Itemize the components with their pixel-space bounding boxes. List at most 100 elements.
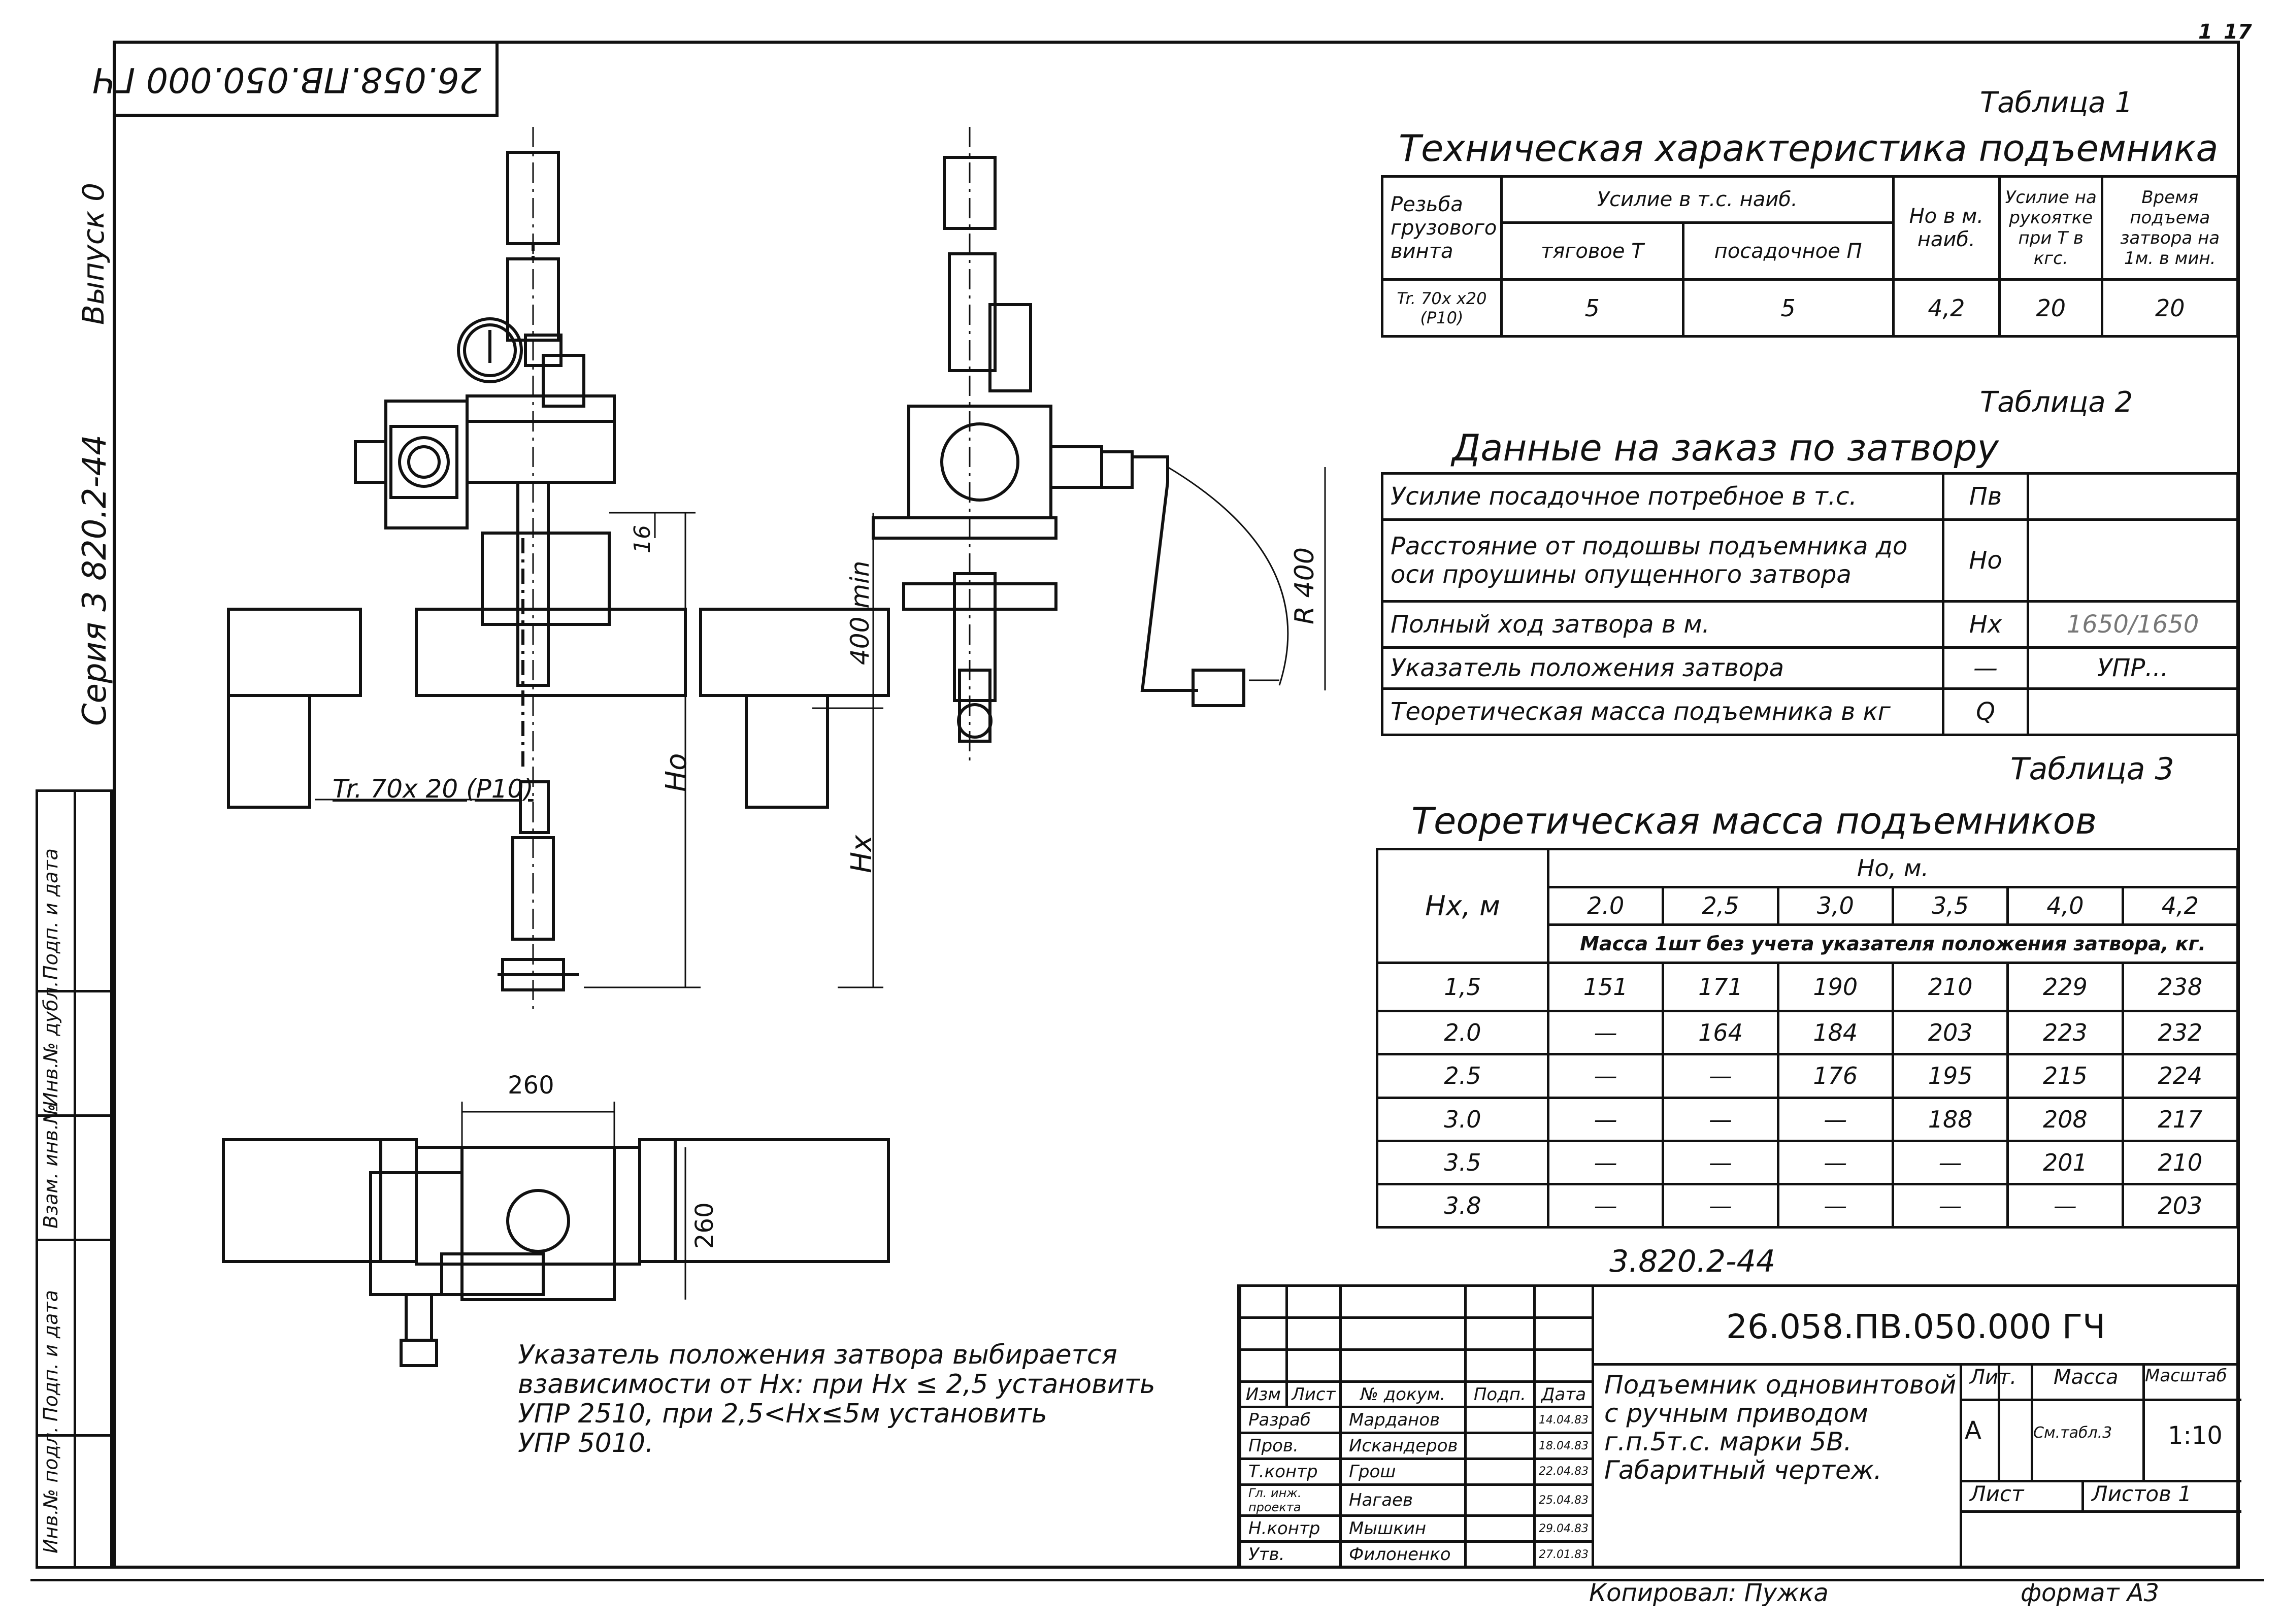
- tb-date-1: 18.04.83: [1533, 1432, 1594, 1460]
- t3-r1-c0: 2.0: [1376, 1010, 1549, 1056]
- t3-r4-c2: —: [1662, 1139, 1779, 1185]
- t3-r4-c5: 201: [2006, 1139, 2124, 1185]
- tb-role-5: Утв.: [1239, 1540, 1342, 1569]
- tb-role-0: Разраб: [1239, 1406, 1342, 1435]
- table2-title: Данные на заказ по затвору: [1452, 426, 1999, 469]
- t3-r2-c6: 224: [2121, 1053, 2239, 1099]
- tb-name-3: Нагаев: [1339, 1483, 1467, 1517]
- t3-r5-c3: —: [1776, 1182, 1894, 1229]
- t3-r4-c1: —: [1546, 1139, 1665, 1185]
- tb-col-date: Дата: [1533, 1380, 1594, 1409]
- page-number: 1: [2198, 20, 2212, 44]
- t3-r3-c4: 188: [1891, 1096, 2009, 1142]
- hx-label: Hx: [845, 835, 878, 873]
- t3-ho-4: 4,0: [2006, 885, 2124, 926]
- t3-h-hx: Hx, м: [1376, 848, 1549, 964]
- dim-260-side: 260: [690, 1202, 719, 1249]
- r400-label: R 400: [1290, 547, 1320, 624]
- t3-r1-c2: 164: [1662, 1010, 1779, 1056]
- table1-caption: Таблица 1: [1980, 86, 2133, 119]
- dim-260-top: 260: [508, 1071, 554, 1100]
- tb-col-list: Лист: [1285, 1380, 1342, 1409]
- t3-r4-c0: 3.5: [1376, 1139, 1549, 1185]
- t3-r3-c5: 208: [2006, 1096, 2124, 1142]
- tb-name-1: Искандеров: [1339, 1432, 1467, 1460]
- t3-r2-c0: 2.5: [1376, 1053, 1549, 1099]
- t3-r3-c3: —: [1776, 1096, 1894, 1142]
- t3-r4-c4: —: [1891, 1139, 2009, 1185]
- t3-r2-c4: 195: [1891, 1053, 2009, 1099]
- doc-name-line-3: г.п.5т.с. марки 5В.: [1604, 1427, 1852, 1456]
- t1-h-handle: Усилие на рукоятке при Т в кгс.: [1998, 175, 2104, 281]
- rotated-code-box: 26.058.ПВ.050.000 ГЧ: [92, 41, 499, 117]
- tb-name-2: Грош: [1339, 1457, 1467, 1486]
- tb-role-1: Пров.: [1239, 1432, 1342, 1460]
- paper-format: формат А3: [2021, 1579, 2160, 1607]
- t3-ho-2: 3,0: [1776, 885, 1894, 926]
- t1-h-pull: тяговое Т: [1500, 221, 1684, 281]
- t3-ho-1: 2,5: [1662, 885, 1779, 926]
- t1-h-time: Время подъема затвора на 1м. в мин.: [2101, 175, 2239, 281]
- t2-label-2: Полный ход затвора в м.: [1381, 600, 1944, 649]
- ho-label: Ho: [660, 753, 693, 792]
- t3-r1-c4: 203: [1891, 1010, 2009, 1056]
- t3-r0-c1: 151: [1546, 961, 1665, 1013]
- t3-ho-3: 3,5: [1891, 885, 2009, 926]
- t3-r5-c1: —: [1546, 1182, 1665, 1229]
- t3-r2-c2: —: [1662, 1053, 1779, 1099]
- doc-name-line-1: Подъемник одновинтовой: [1604, 1370, 1957, 1400]
- tb-name-0: Марданов: [1339, 1406, 1467, 1435]
- note-line-3: УПР 2510, при 2,5<Hx≤5м установить: [518, 1399, 1047, 1429]
- t3-r0-c0: 1,5: [1376, 961, 1549, 1013]
- t1-h-ho: Ho в м. наиб.: [1892, 175, 2001, 281]
- t3-h-ho: Ho, м.: [1547, 848, 2239, 887]
- t2-sym-0: Пв: [1942, 472, 2029, 521]
- t2-sym-1: Ho: [1942, 518, 2029, 603]
- tb-date-2: 22.04.83: [1533, 1457, 1594, 1486]
- t2-sym-4: Q: [1942, 687, 2029, 736]
- title-block-left: Изм Лист № докум. Подп. Дата Разраб Мард…: [1239, 1284, 1594, 1569]
- t1-h-force: Усилие в т.с. наиб.: [1500, 175, 1895, 224]
- t2-sym-3: —: [1942, 646, 2029, 690]
- t3-r1-c1: —: [1546, 1010, 1665, 1056]
- table1: Резьба грузового винта Усилие в т.с. наи…: [1381, 175, 2239, 338]
- t2-val-2: 1650/1650: [2027, 600, 2239, 649]
- title-block-right: [1592, 1284, 2241, 1569]
- t3-ho-0: 2.0: [1546, 885, 1665, 926]
- sheet-label: Лист: [1970, 1481, 2024, 1506]
- t3-ho-5: 4,2: [2121, 885, 2239, 926]
- note-line-1: Указатель положения затвора выбирается: [518, 1340, 1117, 1370]
- tb-name-4: Мышкин: [1339, 1514, 1467, 1543]
- t3-r1-c3: 184: [1776, 1010, 1894, 1056]
- tb-col-sign: Подп.: [1464, 1380, 1536, 1409]
- t3-r5-c0: 3.8: [1376, 1182, 1549, 1229]
- mass-value: См.табл.3: [2033, 1424, 2112, 1442]
- t3-r1-c6: 232: [2121, 1010, 2239, 1056]
- tb-date-5: 27.01.83: [1533, 1540, 1594, 1569]
- left-strip: [36, 789, 113, 1569]
- lit-value: А: [1965, 1416, 1981, 1445]
- t3-r3-c0: 3.0: [1376, 1096, 1549, 1142]
- t1-pull: 5: [1500, 278, 1684, 338]
- tb-date-4: 29.04.83: [1533, 1514, 1594, 1543]
- scale-label: Масштаб: [2145, 1366, 2227, 1386]
- t3-r1-c5: 223: [2006, 1010, 2124, 1056]
- t3-r2-c3: 176: [1776, 1053, 1894, 1099]
- sheets-label: Листов 1: [2092, 1481, 2192, 1506]
- copied-by: Копировал: Пужка: [1589, 1579, 1829, 1607]
- table1-title: Техническая характеристика подъемника: [1399, 127, 2219, 170]
- tb-date-0: 14.04.83: [1533, 1406, 1594, 1435]
- plan-view: [222, 1102, 890, 1367]
- bottom-edge-line: [30, 1579, 2264, 1581]
- tb-date-3: 25.04.83: [1533, 1483, 1594, 1517]
- t3-r2-c5: 215: [2006, 1053, 2124, 1099]
- t3-r0-c2: 171: [1662, 961, 1779, 1013]
- t1-h-seat: посадочное П: [1681, 221, 1895, 281]
- side-view: [872, 127, 1326, 761]
- tb-col-doc: № докум.: [1339, 1380, 1467, 1409]
- t2-label-0: Усилие посадочное потребное в т.с.: [1381, 472, 1944, 521]
- t3-r5-c2: —: [1662, 1182, 1779, 1229]
- t3-r5-c6: 203: [2121, 1182, 2239, 1229]
- tb-name-5: Филоненко: [1339, 1540, 1467, 1569]
- page-corner: 17: [2224, 20, 2252, 44]
